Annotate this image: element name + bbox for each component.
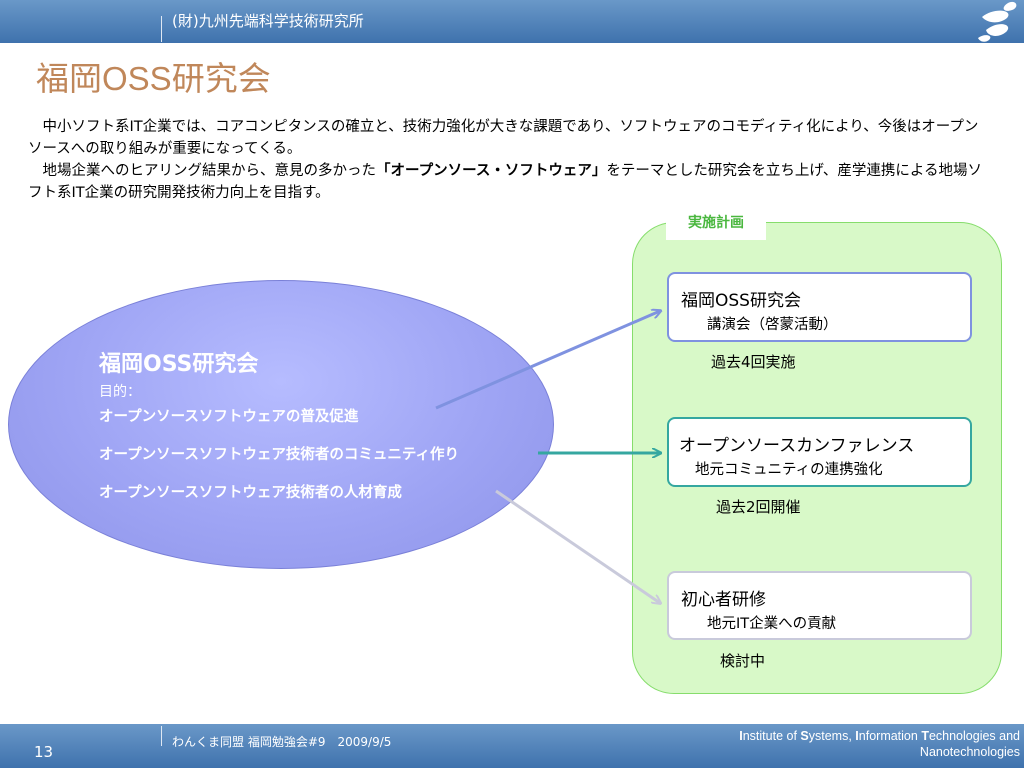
arrow-to-oss-study-group	[435, 311, 660, 410]
header-bar: (財)九州先端科学技術研究所	[0, 0, 1024, 43]
header-divider	[161, 16, 162, 42]
paragraph-2-start: 地場企業へのヒアリング結果から、意見の多かった	[28, 163, 376, 179]
organization-name: (財)九州先端科学技術研究所	[172, 12, 364, 30]
ellipse-purpose-label: 目的：	[99, 384, 141, 400]
plan-box-title: 初心者研修	[681, 590, 766, 610]
purpose-item: オープンソースソフトウェア技術者のコミュニティ作り	[99, 447, 460, 463]
plan-note: 過去4回実施	[711, 353, 796, 371]
plan-box-subtitle: 地元コミュニティの連携強化	[695, 462, 883, 478]
ellipse-title: 福岡OSS研究会	[99, 352, 259, 377]
plan-note: 過去2回開催	[716, 498, 801, 516]
footer-event: わんくま同盟 福岡勉強会#9 2009/9/5	[172, 735, 392, 749]
arrow-to-beginner-training	[495, 489, 660, 603]
paragraph-2-emphasis: 「オープンソース・ソフトウェア」	[376, 163, 607, 179]
purpose-item: オープンソースソフトウェアの普及促進	[99, 409, 359, 425]
intro-paragraph-1: 中小ソフト系IT企業では、コアコンピタンスの確立と、技術力強化が大きな課題であり…	[28, 119, 979, 157]
footer-bar: 13 わんくま同盟 福岡勉強会#9 2009/9/5 Institute of …	[0, 724, 1024, 768]
plan-box-title: オープンソースカンファレンス	[679, 436, 915, 456]
plan-box-beginner-training: 初心者研修 地元IT企業への貢献	[667, 571, 972, 640]
plan-box-subtitle: 講演会（啓蒙活動）	[707, 317, 838, 333]
institute-logo	[978, 1, 1017, 42]
intro-paragraph-2: 地場企業へのヒアリング結果から、意見の多かった「オープンソース・ソフトウェア」を…	[28, 160, 984, 204]
institute-name: Institute of Systems, Information Techno…	[739, 729, 1020, 759]
page-title: 福岡OSS研究会	[36, 60, 271, 97]
plan-box-title: 福岡OSS研究会	[681, 291, 801, 311]
purpose-item: オープンソースソフトウェア技術者の人材育成	[99, 485, 402, 501]
plan-box-subtitle: 地元IT企業への貢献	[707, 616, 837, 632]
paragraph-2-end: をテーマとした研究会を立ち上げ、産学連携による地場ソフト系IT企業の研究開発技術…	[28, 163, 982, 201]
plan-box-oss-study-group: 福岡OSS研究会 講演会（啓蒙活動）	[667, 272, 972, 342]
purpose-ellipse	[8, 280, 554, 569]
plan-label: 実施計画	[666, 210, 766, 240]
footer-divider	[161, 726, 162, 746]
page-number: 13	[34, 743, 54, 761]
plan-box-open-source-conference: オープンソースカンファレンス 地元コミュニティの連携強化	[667, 417, 972, 487]
plan-note: 検討中	[720, 652, 766, 670]
